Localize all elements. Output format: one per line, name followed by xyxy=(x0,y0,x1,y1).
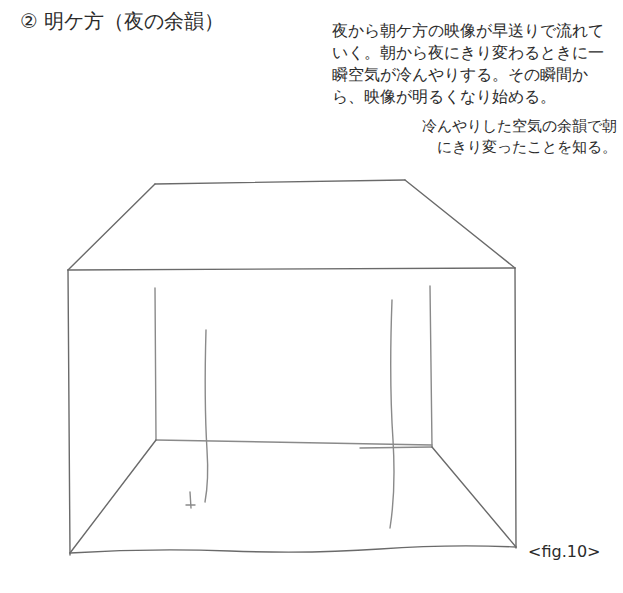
floor-right-diagonal xyxy=(432,447,516,547)
hanging-strand xyxy=(205,330,208,502)
floor-front-line xyxy=(70,546,516,553)
back-wall-mark xyxy=(360,447,432,448)
roof-base-line xyxy=(68,268,515,270)
roof-left-slope xyxy=(68,184,155,270)
sketch-title: ② 明ケ方（夜の余韻） xyxy=(20,8,350,35)
roof-right-slope xyxy=(405,180,515,268)
back-wall-left xyxy=(155,288,156,440)
right-wall-edge xyxy=(515,268,516,548)
note-text: 冷んやりした空気の余韻で朝にきり変ったことを知る。 xyxy=(422,116,617,158)
small-mark xyxy=(186,492,195,508)
back-wall-right xyxy=(430,286,432,447)
figure-caption: <fig.10> xyxy=(528,542,601,561)
roof-top-line xyxy=(155,180,405,184)
hanging-strand xyxy=(390,300,394,528)
floor-left-diagonal xyxy=(70,440,156,553)
note-text: 夜から朝ケ方の映像が早送りで流れていく。朝から夜にきり変わるときに一瞬空気が冷ん… xyxy=(332,20,616,108)
left-wall-edge xyxy=(68,270,70,555)
back-wall-bottom xyxy=(156,440,432,445)
